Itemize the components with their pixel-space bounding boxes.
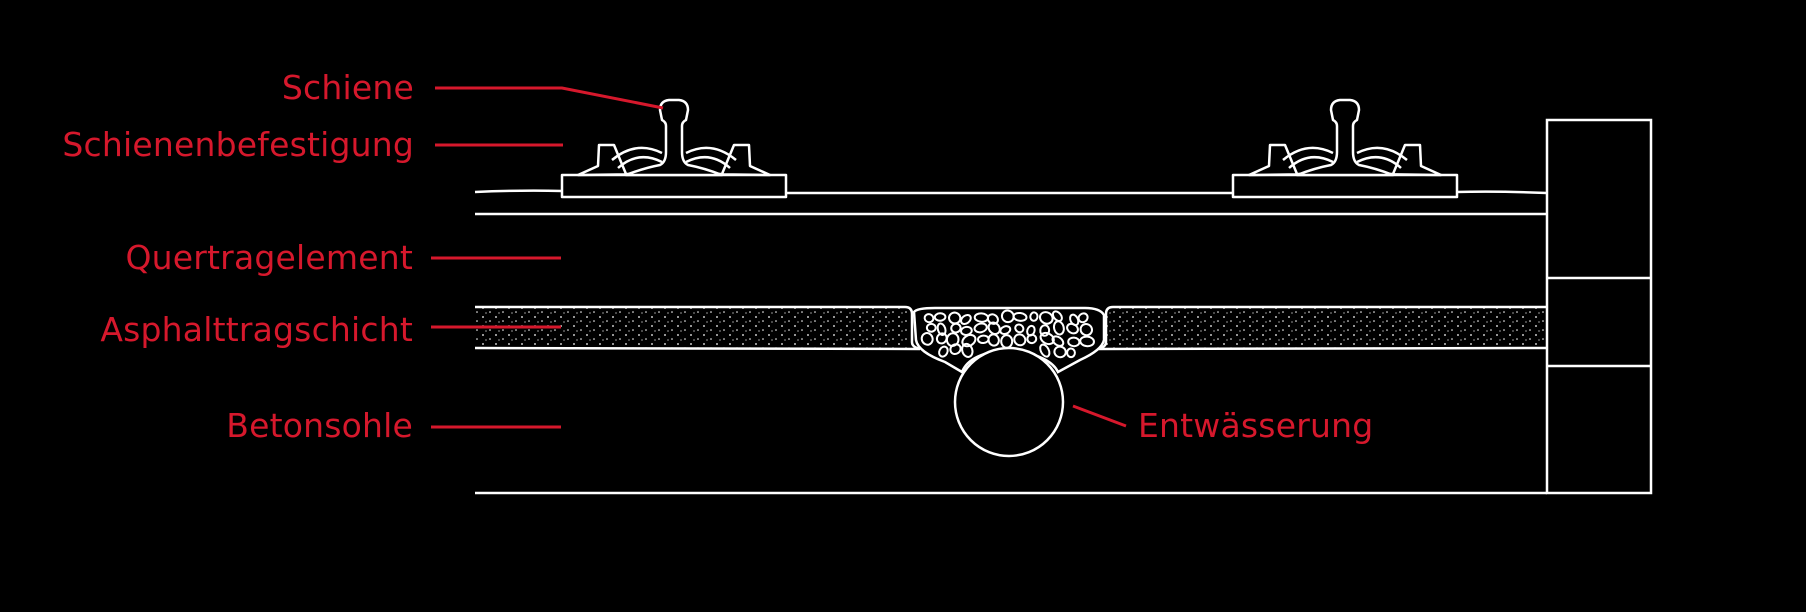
spring-clip-right-right [1356, 146, 1408, 169]
asphalt-layer-left [474, 305, 921, 351]
gravel-stone [1039, 343, 1051, 358]
gravel-stone [920, 332, 934, 346]
leader-entwaesserung [1072, 404, 1127, 428]
gravel-stone [1077, 312, 1089, 324]
gravel-stone [1014, 323, 1025, 334]
gravel-stone [1026, 333, 1038, 345]
quertragelement-top-line [474, 189, 1548, 195]
gravel-stone [1013, 333, 1027, 347]
edge-wall [1545, 118, 1653, 495]
gravel-stone [1012, 311, 1028, 322]
gravel-stone [987, 321, 1001, 336]
asphalt-layer-right [1097, 305, 1548, 351]
gravel-stone [1039, 324, 1051, 337]
gravel-stone [961, 333, 977, 348]
label-betonsohle: Betonsohle [226, 406, 413, 445]
gravel-stone [987, 333, 1000, 347]
gravel-stone [950, 322, 962, 334]
leader-schiene [435, 86, 664, 110]
gravel-stone [1069, 313, 1080, 327]
drainage-gravel-stones [920, 309, 1095, 359]
gravel-stone [1053, 345, 1067, 359]
gravel-stone [1079, 335, 1095, 348]
gravel-stone [1051, 310, 1063, 323]
gravel-stone [960, 314, 972, 325]
gravel-stone [1052, 320, 1065, 336]
gravel-stone [933, 312, 947, 322]
gravel-stone [948, 311, 962, 325]
base-plate-left [560, 173, 788, 199]
rail-profile-left [624, 98, 724, 177]
base-plate-right [1231, 173, 1459, 199]
rail-assembly-right [1231, 98, 1459, 199]
leader-lines [431, 86, 1127, 429]
gravel-stone [949, 343, 962, 356]
gravel-stone [1079, 323, 1094, 337]
label-schiene: Schiene [281, 68, 414, 107]
gravel-stone [999, 325, 1012, 336]
gravel-stone [936, 322, 947, 336]
gravel-stone [923, 313, 935, 324]
rail-profile-right [1295, 98, 1395, 177]
gravel-stone [925, 322, 937, 333]
label-schienenbefestigung: Schienenbefestigung [62, 125, 414, 164]
gravel-stone [938, 345, 949, 358]
gravel-stone [973, 322, 988, 334]
gravel-stone [1038, 311, 1054, 325]
gravel-stone [1000, 309, 1015, 324]
spring-clip-right-left [685, 146, 737, 169]
rail-assembly-left [560, 98, 788, 199]
spring-clip-left-left [611, 146, 663, 169]
rails-group [560, 98, 1459, 199]
gravel-stone [961, 342, 974, 358]
label-asphalttragschicht: Asphalttragschicht [100, 310, 413, 349]
gravel-stone [1066, 322, 1079, 335]
label-entwaesserung: Entwässerung [1138, 406, 1374, 445]
gravel-stone [935, 332, 948, 345]
drainage-pipe [953, 346, 1065, 458]
gravel-stone [1066, 347, 1076, 359]
gravel-stone [1051, 335, 1065, 347]
gravel-stone [1029, 311, 1039, 322]
spring-clip-left-right [1282, 146, 1334, 169]
label-quertragelement: Quertragelement [125, 238, 413, 277]
